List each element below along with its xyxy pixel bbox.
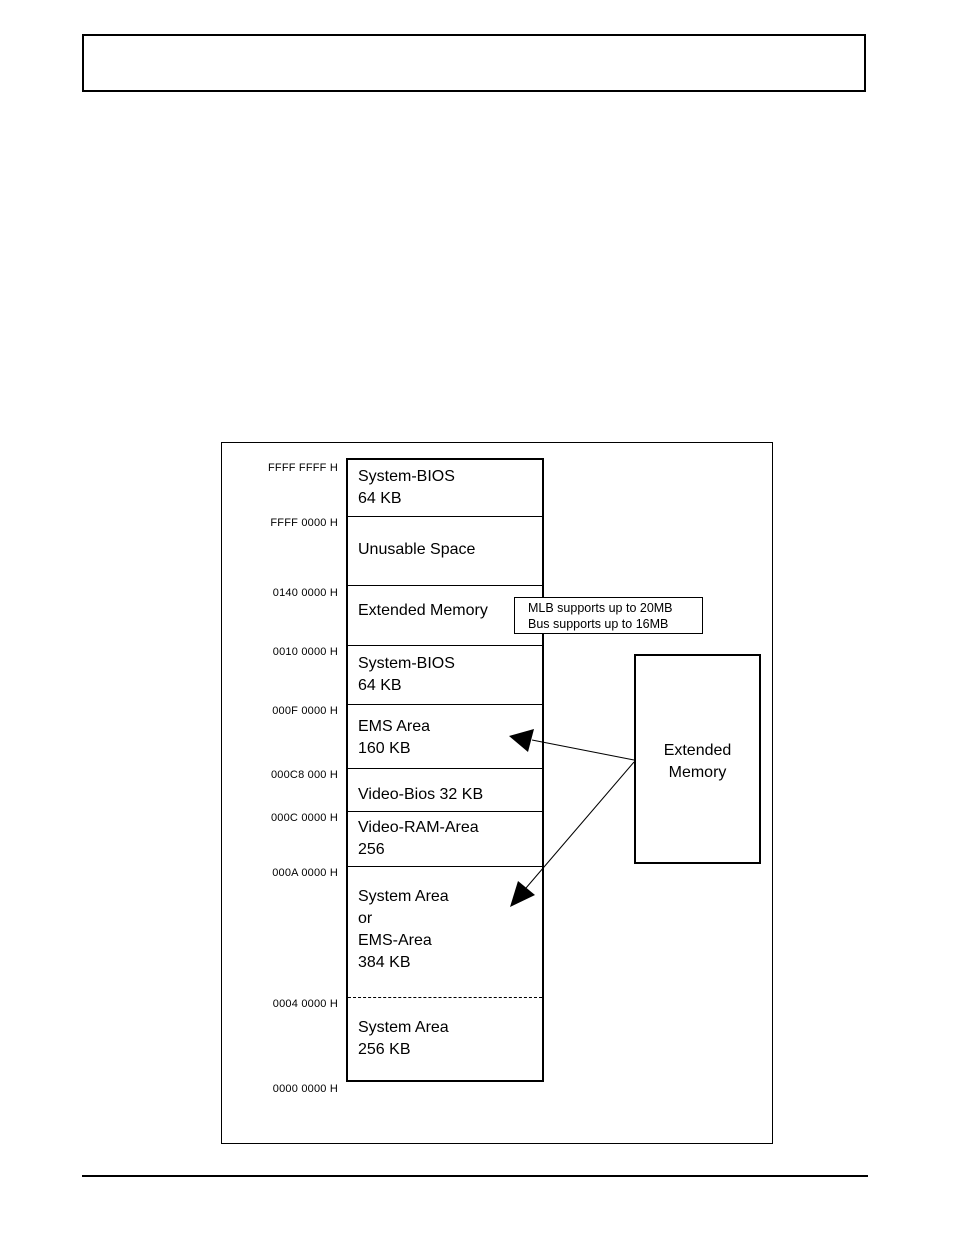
address-label: FFFF 0000 H	[270, 517, 338, 529]
address-label: 0010 0000 H	[272, 646, 338, 658]
address-label: 0004 0000 H	[272, 998, 338, 1010]
memory-segment-system-bios-top: System-BIOS 64 KB	[348, 466, 542, 510]
segment-size: 64 KB	[358, 677, 402, 694]
segment-divider-dashed	[348, 997, 542, 998]
memory-segment-extended-memory: Extended Memory	[348, 600, 542, 622]
arrowhead-system-icon	[510, 881, 535, 907]
segment-label: Extended Memory	[358, 602, 488, 619]
extended-memory-label: Memory	[668, 764, 727, 781]
segment-label: Unusable Space	[358, 541, 476, 558]
segment-label: or	[358, 910, 373, 927]
segment-divider	[348, 704, 542, 705]
memory-segment-system-area: System Area 256 KB	[348, 1017, 542, 1061]
address-label: 000C 0000 H	[270, 812, 338, 824]
arrow-line-system	[525, 761, 635, 889]
note-line: Bus supports up to 16MB	[528, 617, 669, 631]
segment-size: 256 KB	[358, 1041, 411, 1058]
segment-size: 384 KB	[358, 954, 411, 971]
segment-divider	[348, 645, 542, 646]
memory-segment-unusable-space: Unusable Space	[348, 539, 542, 561]
memory-segment-system-bios: System-BIOS 64 KB	[348, 653, 542, 697]
segment-label: EMS-Area	[358, 932, 432, 949]
memory-segment-ems-area: EMS Area 160 KB	[348, 716, 542, 760]
segment-divider	[348, 811, 542, 812]
address-label: 0140 0000 H	[272, 587, 338, 599]
segment-label: System Area	[358, 888, 449, 905]
note-line: MLB supports up to 20MB	[528, 601, 673, 615]
segment-divider	[348, 768, 542, 769]
address-label: 000A 0000 H	[272, 867, 338, 879]
segment-size: 160 KB	[358, 740, 411, 757]
memory-segment-video-ram: Video-RAM-Area 256	[348, 817, 542, 861]
segment-label: EMS Area	[358, 718, 431, 735]
arrowhead-ems-icon	[509, 729, 534, 752]
header-box	[82, 34, 866, 92]
address-label: 0000 0000 H	[272, 1083, 338, 1095]
segment-divider	[348, 516, 542, 517]
arrow-line-ems	[531, 739, 635, 761]
segment-size: 64 KB	[358, 490, 402, 507]
memory-segment-system-or-ems: System Area or EMS-Area 384 KB	[348, 886, 542, 974]
diagram-frame	[221, 442, 773, 1144]
segment-size: 256	[358, 841, 385, 858]
address-label: 000C8 000 H	[270, 769, 338, 781]
extended-memory-label: Extended	[663, 742, 732, 759]
memory-segment-video-bios: Video-Bios 32 KB	[348, 784, 542, 806]
address-label: 000F 0000 H	[272, 705, 338, 717]
segment-label: System-BIOS	[358, 468, 455, 485]
segment-label: System Area	[358, 1019, 449, 1036]
memory-map-column: System-BIOS 64 KB Unusable Space Extende…	[346, 458, 544, 1082]
segment-divider	[348, 585, 542, 586]
footer-rule	[82, 1175, 868, 1177]
extended-memory-box: Extended Memory	[634, 654, 761, 864]
segment-label: Video-RAM-Area	[358, 819, 479, 836]
segment-label: System-BIOS	[358, 655, 455, 672]
segment-divider	[348, 866, 542, 867]
segment-label: Video-Bios 32 KB	[358, 786, 484, 803]
support-note-box: MLB supports up to 20MB Bus supports up …	[514, 597, 703, 634]
address-label: FFFF FFFF H	[267, 462, 338, 474]
